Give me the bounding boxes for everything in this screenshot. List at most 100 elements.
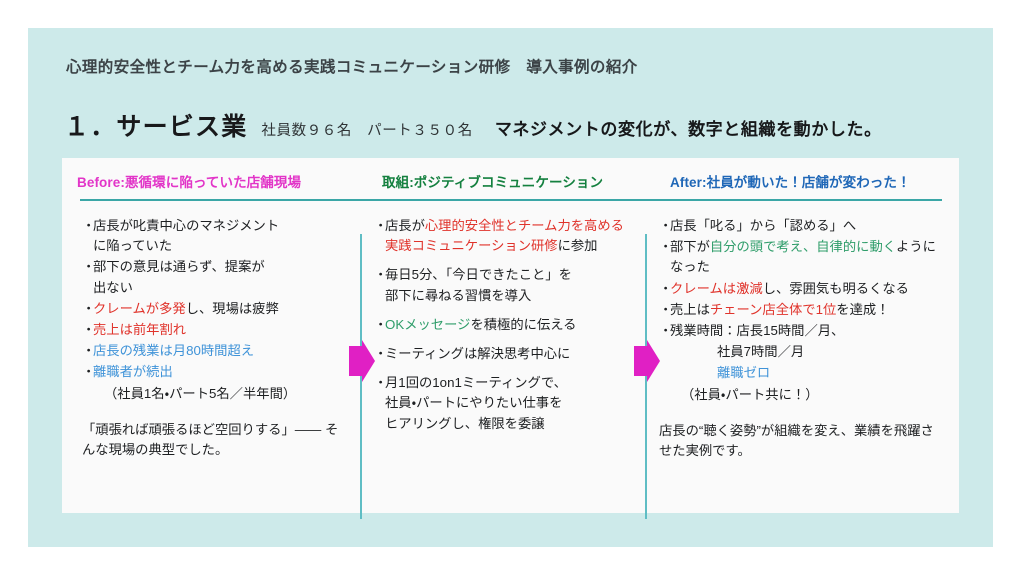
highlight-red: チェーン店全体で1位: [709, 301, 837, 317]
list-item-text: 残業時間：店長15時間／月、: [670, 323, 845, 339]
before-sub-note: （社員1名・パート5名／半年間）: [104, 385, 297, 401]
list-item-line: 社員・パートにやりたい仕事を: [385, 395, 563, 411]
slide-title-row: １．サービス業 社員数９６名 パート３５０名 マネジメントの変化が、数字と組織を…: [64, 107, 882, 143]
column-headers: Before:悪循環に陥っていた店舗現場 取組:ポジティブコミュニケーション A…: [62, 158, 959, 202]
column-before: ・ 店長が叱責中心のマネジメント に陥っていた ・ 部下の意見は通らず、提案が …: [82, 216, 350, 461]
list-item-line: ヒアリングし、権限を委譲: [385, 415, 545, 431]
list-item: ・ 月1回の1on1ミーティングで、 社員・パートにやりたい仕事を ヒアリングし…: [374, 373, 636, 434]
list-item: ・ 離職者が続出: [82, 362, 350, 382]
flow-arrow-icon-1: [349, 340, 375, 382]
list-item-line: 毎日5分、「今日できたこと」を: [385, 267, 572, 283]
list-item-text: ミーティングは解決思考中心に: [385, 346, 571, 362]
highlight-blue: 離職者が続出: [93, 364, 173, 380]
list-item-text: クレームは激減し、雰囲気も明るくなる: [670, 279, 944, 299]
list-item-text: 売上はチェーン店全体で1位を達成！: [670, 300, 944, 320]
list-item-text: クレームが多発し、現場は疲弊: [93, 299, 350, 319]
headcount-subtitle: 社員数９６名 パート３５０名: [261, 123, 473, 139]
before-closing-note: 「頑張れば頑張るほど空回りする」—— そんな現場の典型でした。: [82, 421, 339, 458]
bullet-glyph: ・: [659, 218, 673, 233]
list-item: ・ 毎日5分、「今日できたこと」を 部下に尋ねる習慣を導入: [374, 265, 636, 305]
list-item: ・ 店長が心理的安全性とチーム力を高める実践コミュニケーション研修に参加: [374, 216, 636, 256]
list-item: ・ 店長が叱責中心のマネジメント に陥っていた: [82, 216, 350, 256]
bullet-glyph: ・: [374, 218, 388, 233]
bullet-glyph: ・: [659, 239, 673, 255]
highlight-blue: 店長の残業は月80時間超え: [93, 343, 255, 359]
bullet-glyph: ・: [82, 364, 96, 380]
list-item-line: 店長が: [385, 218, 425, 233]
list-item-line: 店長が叱責中心のマネジメント: [93, 218, 280, 233]
bullet-glyph: ・: [374, 375, 388, 391]
after-closing-note: 店長の“聴く姿勢”が組織を変え、業績を飛躍させた実例です。: [659, 422, 934, 459]
list-item: ・ 店長「叱る」から「認める」へ: [659, 216, 944, 236]
column-header-before: Before:悪循環に陥っていた店舗現場: [77, 175, 302, 190]
list-item: ・ 売上は前年割れ: [82, 320, 350, 340]
column-divider-1: [360, 234, 362, 519]
list-item: ・ 部下が自分の頭で考え、自律的に動くようになった: [659, 237, 944, 277]
list-item: ・ クレームが多発し、現場は疲弊: [82, 299, 350, 319]
list-item: ・ クレームは激減し、雰囲気も明るくなる: [659, 279, 944, 299]
bullet-glyph: ・: [374, 346, 388, 362]
highlight-red: クレームは激減: [670, 280, 763, 296]
bullet-glyph: ・: [82, 218, 96, 233]
after-indent-line: （社員・パート共に！）: [681, 386, 819, 402]
bullet-glyph: ・: [659, 301, 673, 317]
header-rule: [80, 199, 942, 201]
highlight-red: クレームが多発: [93, 300, 186, 316]
content-card: Before:悪循環に陥っていた店舗現場 取組:ポジティブコミュニケーション A…: [62, 158, 959, 519]
slide-canvas: 心理的安全性とチーム力を高める実践コミュニケーション研修 導入事例の紹介 １．サ…: [28, 28, 993, 547]
slide-eyebrow: 心理的安全性とチーム力を高める実践コミュニケーション研修 導入事例の紹介: [66, 59, 638, 76]
list-item: ・ 店長の残業は月80時間超え: [82, 341, 350, 361]
bullet-glyph: ・: [82, 259, 96, 275]
highlight-green: OKメッセージ: [385, 316, 471, 332]
flow-arrow-icon-2: [634, 340, 660, 382]
column-action: ・ 店長が心理的安全性とチーム力を高める実践コミュニケーション研修に参加 ・ 毎…: [374, 216, 636, 435]
spacer: [82, 405, 350, 420]
column-header-after: After:社員が動いた！店舗が変わった！: [670, 175, 911, 190]
spacer: [374, 336, 636, 344]
list-item-text: 月1回の1on1ミーティングで、 社員・パートにやりたい仕事を ヒアリングし、権…: [385, 373, 636, 434]
tagline: マネジメントの変化が、数字と組織を動かした。: [494, 120, 882, 139]
spacer: [659, 406, 944, 421]
list-item-line: に参加: [557, 238, 598, 254]
list-item-text: 毎日5分、「今日できたこと」を 部下に尋ねる習慣を導入: [385, 265, 636, 305]
bullet-glyph: ・: [82, 343, 96, 359]
highlight-red: 心理的安全性とチーム力を高める実践コミュニケーション研修: [385, 218, 624, 254]
bullet-glyph: ・: [374, 316, 388, 332]
list-item: ・ 部下の意見は通らず、提案が 出ない: [82, 257, 350, 297]
list-item: ・ 残業時間：店長15時間／月、: [659, 321, 944, 341]
list-item: ・ 売上はチェーン店全体で1位を達成！: [659, 300, 944, 320]
list-item: ・ ミーティングは解決思考中心に: [374, 344, 636, 364]
list-item-line: を達成！: [836, 301, 890, 317]
spacer: [374, 257, 636, 265]
page-title: １．サービス業: [64, 113, 248, 141]
list-item-line: 月1回の1on1ミーティングで、: [385, 375, 567, 391]
list-item-line: 部下が: [670, 239, 710, 255]
spacer: [374, 307, 636, 315]
list-item-text: 店長が心理的安全性とチーム力を高める実践コミュニケーション研修に参加: [385, 216, 636, 256]
list-item-line: に陥っていた: [93, 238, 173, 254]
list-item-text: 部下の意見は通らず、提案が 出ない: [93, 257, 350, 297]
list-item-line: ようになった: [670, 239, 936, 275]
bullet-glyph: ・: [374, 267, 388, 283]
list-item-line: し、雰囲気も明るくなる: [762, 280, 909, 296]
bullet-glyph: ・: [659, 323, 673, 339]
list-item-text: 店長が叱責中心のマネジメント に陥っていた: [93, 216, 350, 256]
bullet-glyph: ・: [659, 280, 673, 296]
list-item-text: 部下が自分の頭で考え、自律的に動くようになった: [670, 237, 944, 277]
list-item: ・ OKメッセージを積極的に伝える: [374, 315, 636, 335]
list-item-line: 部下の意見は通らず、提案が: [93, 259, 265, 275]
bullet-glyph: ・: [82, 300, 96, 316]
list-item-line: 売上は: [670, 301, 710, 317]
list-item-line: し、現場は疲弊: [185, 300, 279, 316]
bullet-glyph: ・: [82, 322, 96, 338]
highlight-green: 自分の頭で考え、自律的に動く: [709, 239, 897, 255]
list-item-line: を積極的に伝える: [470, 316, 577, 332]
after-indent-line-highlight: 離職ゼロ: [717, 365, 771, 381]
after-indent-line: 社員7時間／月: [717, 344, 805, 360]
column-after: ・ 店長「叱る」から「認める」へ ・ 部下が自分の頭で考え、自律的に動くようにな…: [659, 216, 944, 462]
list-item-line: 出ない: [93, 279, 133, 295]
highlight-red: 売上は前年割れ: [93, 322, 187, 338]
column-header-action: 取組:ポジティブコミュニケーション: [382, 175, 604, 190]
column-divider-2: [645, 234, 647, 519]
spacer: [374, 365, 636, 373]
